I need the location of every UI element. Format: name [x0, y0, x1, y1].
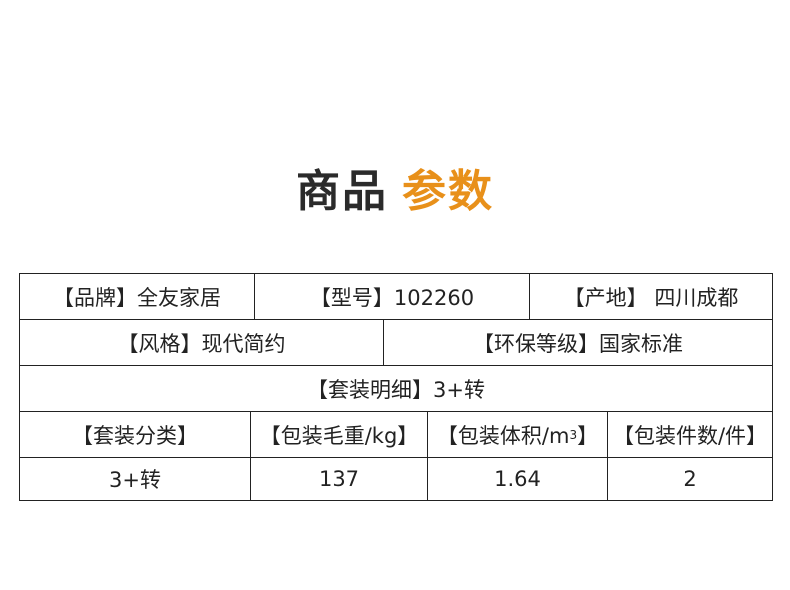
title-accent: 参数 [402, 166, 494, 217]
eco-cell: 【环保等级】国家标准 [383, 319, 773, 365]
pieces-value: 2 [607, 457, 773, 501]
category-header: 【套装分类】 [19, 411, 250, 457]
table-row: 【套装明细】3+转 [19, 365, 773, 411]
volume-header-prefix: 【包装体积/m [436, 423, 570, 448]
volume-header-suffix: 】 [577, 423, 599, 448]
brand-cell: 【品牌】全友家居 [19, 273, 254, 319]
pieces-header: 【包装件数/件】 [607, 411, 773, 457]
weight-header: 【包装毛重/kg】 [250, 411, 427, 457]
category-value: 3+转 [19, 457, 250, 501]
page-title: 商品参数 [0, 162, 790, 222]
table-row: 【风格】现代简约 【环保等级】国家标准 [19, 319, 773, 365]
weight-value: 137 [250, 457, 427, 501]
style-cell: 【风格】现代简约 [19, 319, 383, 365]
title-primary: 商品 [296, 166, 388, 217]
model-cell: 【型号】102260 [254, 273, 529, 319]
volume-header-sup: 3 [569, 427, 578, 442]
table-row: 3+转 137 1.64 2 [19, 457, 773, 501]
volume-value: 1.64 [427, 457, 607, 501]
origin-cell: 【产地】 四川成都 [529, 273, 773, 319]
set-detail-cell: 【套装明细】3+转 [19, 365, 773, 411]
table-row: 【品牌】全友家居 【型号】102260 【产地】 四川成都 [19, 273, 773, 319]
